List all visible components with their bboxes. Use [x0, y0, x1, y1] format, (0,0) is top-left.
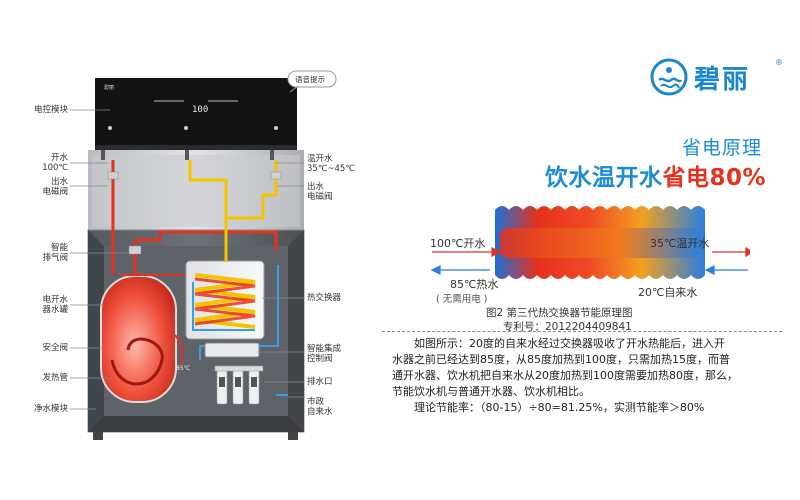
warm-temp-marker: 85℃ — [176, 365, 191, 372]
label-hot-in: 100℃开水 — [430, 237, 486, 250]
heat-exchanger-diagram — [430, 206, 750, 279]
water-drop-logo-icon — [650, 58, 688, 96]
panel-display-number: 100 — [192, 105, 208, 115]
label-drain: 排水口 — [307, 377, 333, 387]
panel-brand-text: 碧丽 — [104, 84, 114, 91]
label-hot-out: 85℃热水 — [450, 278, 499, 291]
warm-out-arrow — [712, 246, 750, 258]
label-outlet-valve: 出水电磁阀 — [42, 177, 68, 197]
cold-in-arrow — [704, 265, 748, 275]
right-leaders — [258, 162, 304, 398]
label-cold-in: 20℃自来水 — [638, 286, 698, 299]
label-vent-valve: 智能排气阀 — [42, 243, 68, 263]
para-line1: 如图所示：20度的自来水经过交换器吸收了开水热能后，进入开 — [414, 337, 725, 350]
para-line2: 水器之前已经达到85度，从85度加热到100度，只需加热15度，而普 — [392, 353, 730, 366]
brand-logo: 碧丽 ® — [650, 58, 783, 96]
brand-name: 碧丽 — [694, 64, 751, 95]
label-outlet-valve-right: 出水电磁阀 — [307, 182, 333, 202]
water-dispenser-illustration: 碧丽 100 85℃ — [70, 70, 337, 440]
control-panel — [95, 78, 297, 150]
title-line1: 省电原理 — [681, 137, 762, 159]
patent-number: 专利号：2012204409841 — [503, 321, 632, 333]
figure-caption: 图2 第三代热交换器节能原理图 — [486, 307, 633, 319]
registered-mark: ® — [775, 58, 783, 67]
hot-out-arrow — [430, 265, 490, 275]
speech-bubble-text: 语音提示 — [295, 74, 325, 84]
left-leaders — [70, 109, 128, 410]
label-heat-exchanger: 热交换器 — [307, 293, 342, 303]
label-warm-out: 35℃温开水 — [650, 237, 710, 250]
title-line2: 饮水温开水省电80% — [544, 165, 766, 191]
label-hot-out-note: ( 无需用电 ) — [436, 294, 488, 305]
label-smart-control-valve: 智能集成控制阀 — [307, 344, 342, 364]
para-formula: 理论节能率：（80-15）÷80=81.25%，实测节能率＞80% — [414, 401, 705, 414]
label-tap-water: 市政自来水 — [307, 397, 333, 417]
label-safety-valve: 安全阀 — [42, 343, 68, 353]
hot-in-arrow — [432, 247, 502, 257]
para-line4: 节能饮水机与普通开水器、饮水机相比。 — [392, 385, 590, 398]
para-line3: 通开水器、饮水机把自来水从20度加热到100度需要加热80度，那么， — [392, 369, 738, 382]
smart-control-valve-shape — [204, 342, 260, 358]
speech-bubble — [287, 70, 337, 88]
divider — [382, 331, 782, 332]
label-control-module: 电控模块 — [33, 105, 68, 115]
label-purify-module: 净水模块 — [33, 404, 68, 414]
explanation-paragraph: 如图所示：20度的自来水经过交换器吸收了开水热能后，进入开 水器之前已经达到85… — [392, 336, 782, 416]
label-heating-tube: 发热管 — [42, 373, 68, 383]
exchanger-core — [500, 228, 700, 258]
label-boiler-tank: 电开水器水罐 — [42, 295, 68, 315]
